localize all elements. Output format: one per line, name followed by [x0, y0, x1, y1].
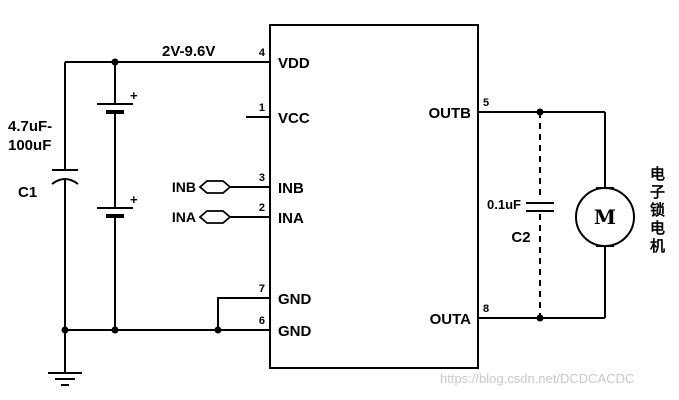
pin-number-outa: 8: [483, 303, 489, 315]
pin-number-inb: 3: [259, 172, 265, 184]
junction-dot: [536, 314, 544, 322]
pin-label-vcc: VCC: [278, 110, 310, 127]
c2-name-label: C2: [511, 229, 530, 246]
ina-connector-icon: [198, 210, 232, 224]
ina-tag-label: INA: [172, 209, 196, 225]
motor-body: [575, 187, 635, 247]
pin-label-vdd: VDD: [278, 55, 310, 72]
junction-dot: [111, 58, 119, 66]
c2-value-label: 0.1uF: [487, 197, 521, 212]
supply-voltage-label: 2V-9.6V: [162, 43, 215, 60]
motor-name-label: 电子锁电机: [648, 166, 665, 256]
pin-label-inb: INB: [278, 180, 304, 197]
pin-number-vdd: 4: [259, 47, 266, 59]
inb-tag-label: INB: [172, 179, 196, 195]
pin-number-gnd6: 6: [259, 315, 265, 327]
motor-icon: M: [575, 187, 635, 247]
capacitor-c2-icon: [526, 202, 554, 212]
ground-icon: [48, 372, 82, 386]
c1-value-line1: 4.7uF-: [8, 118, 52, 135]
battery2-plus-sign: +: [130, 192, 138, 207]
pin-number-outb: 5: [483, 97, 489, 109]
pin-number-ina: 2: [259, 202, 265, 214]
pin-label-gnd6: GND: [278, 323, 312, 340]
wire-gnd7: [217, 297, 270, 330]
pin-number-gnd7: 7: [259, 283, 265, 295]
pin-label-outb: OUTB: [429, 105, 472, 122]
pin-label-gnd7: GND: [278, 291, 312, 308]
ic-body: [269, 24, 479, 369]
inb-connector-icon: [198, 180, 232, 194]
c1-value-line2: 100uF: [8, 137, 51, 154]
pin-label-ina: INA: [278, 210, 304, 227]
watermark-text: https://blog.csdn.net/DCDCACDC: [440, 371, 634, 386]
motor-letter: M: [594, 205, 616, 229]
junction-dot: [214, 326, 222, 334]
c1-name-label: C1: [18, 184, 37, 201]
junction-dot: [111, 326, 119, 334]
pin-number-vcc: 1: [259, 102, 265, 114]
battery1-plus-sign: +: [130, 88, 138, 103]
battery-cell-2-icon: +: [97, 192, 138, 218]
pin-label-outa: OUTA: [430, 311, 472, 328]
junction-dot: [61, 326, 69, 334]
battery-cell-1-icon: +: [97, 88, 138, 114]
junction-dot: [536, 108, 544, 116]
